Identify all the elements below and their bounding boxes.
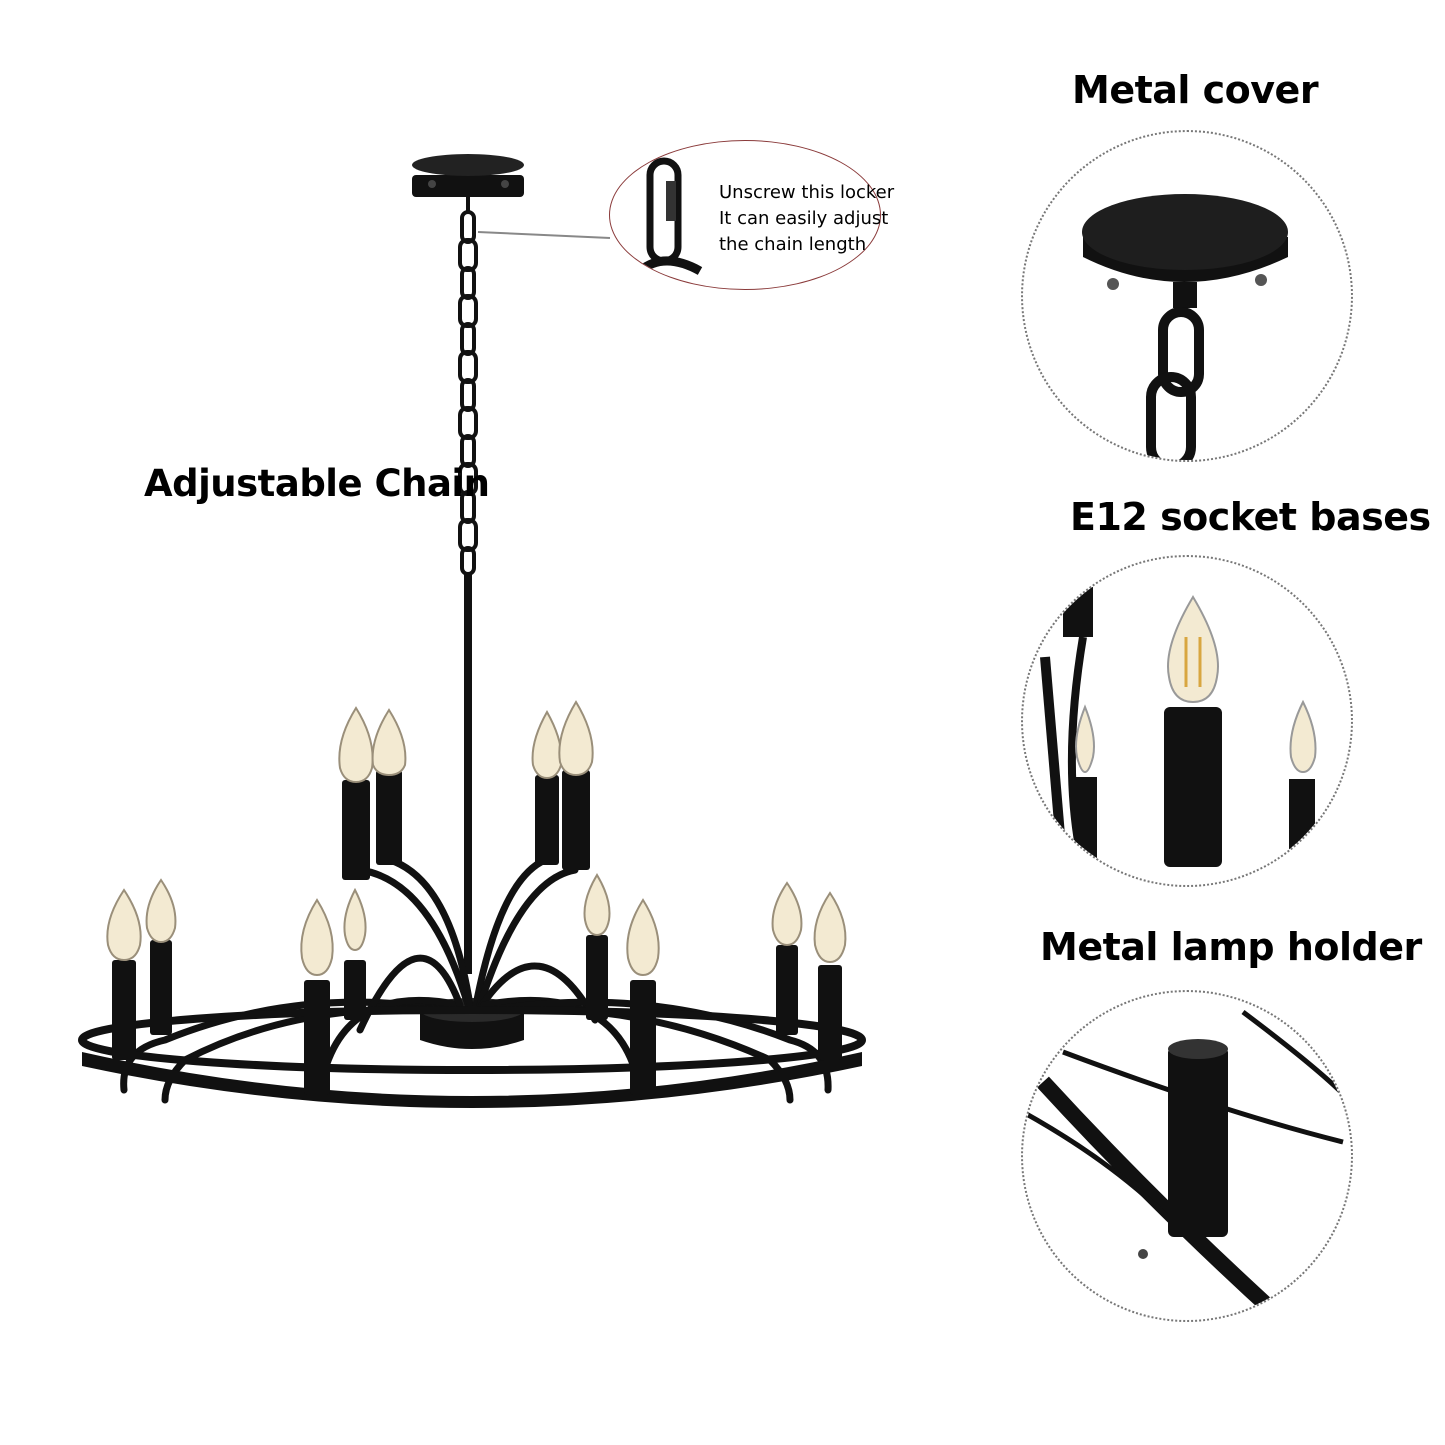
candle-sockets [112,770,842,1095]
e12-socket-detail [1021,555,1353,887]
callout-pointer [477,231,611,239]
central-rod [464,574,472,974]
lamp-holder-detail [1021,990,1353,1322]
lamp-holder-closeup [1023,1010,1351,1320]
callout-line-1: Unscrew this locker [719,182,895,203]
lamp-holder-title: Metal lamp holder [1040,925,1422,969]
callout-line-3: the chain length [719,234,867,255]
adjustable-chain-label: Adjustable Chain [144,462,490,505]
e12-socket-title: E12 socket bases [1070,495,1431,539]
ceiling-canopy-closeup [1082,194,1288,460]
chandelier-ring-back [78,1006,866,1074]
candle-bulbs [106,700,847,977]
socket-closeup [1040,587,1317,869]
carabiner-icon [637,157,703,275]
callout-line-2: It can easily adjust [719,208,889,229]
ceiling-canopy [412,154,524,197]
metal-cover-title: Metal cover [1072,68,1319,112]
adjustable-chain [458,197,478,576]
chandelier-ring-front [82,1052,862,1108]
metal-cover-detail [1021,130,1353,462]
chain-locker-callout [609,140,881,290]
